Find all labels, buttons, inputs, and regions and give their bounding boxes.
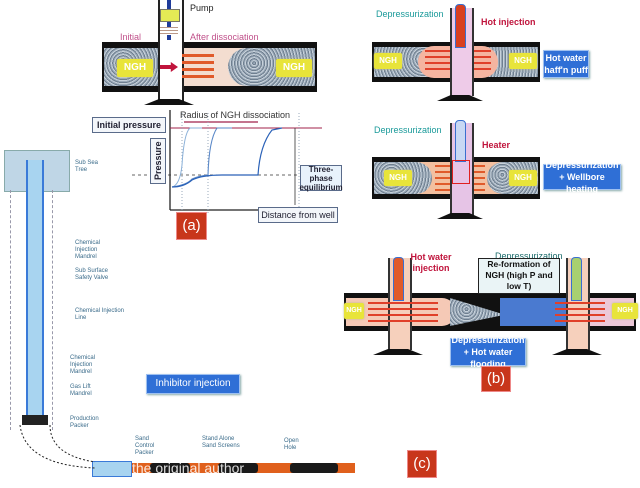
production-packer [22, 415, 48, 425]
distance-label: Distance from well [258, 207, 338, 223]
inner-tubing-mr [455, 120, 466, 162]
depressurization-label-b: Depressurization [495, 251, 563, 261]
casing-left [10, 190, 13, 430]
after-dissociation-label: After dissociation [190, 32, 259, 42]
wellhead-base-b-right [552, 349, 602, 355]
tubing-string [26, 160, 44, 420]
ngh-block-tr-right: NGH [509, 53, 537, 69]
ngh-block-right: NGH [276, 59, 312, 77]
wellhead-base-mr [437, 213, 483, 219]
pressure-axis-label: Pressure [150, 138, 166, 184]
initial-label: Initial [120, 32, 142, 42]
pressure-profile-chart [132, 110, 322, 215]
label-sub-sea-tree: Sub Sea Tree [75, 160, 99, 173]
depressurization-label-tr: Depressurization [376, 9, 444, 19]
label-gas-lift-mandrel: Gas Lift Mandrel [70, 384, 92, 397]
ngh-block-mr-right: NGH [509, 170, 537, 186]
heater-element [452, 160, 470, 184]
ngh-block-left: NGH [117, 59, 153, 77]
label-chemical-injection-line: Chemical Injection Line [75, 308, 125, 321]
label-sub-surface-safety-valve: Sub Surface Safety Valve [75, 268, 109, 281]
method-hot-water-flooding: Depressurization + Hot water flooding [450, 335, 526, 369]
radius-label: Radius of NGH dissociation [180, 110, 291, 120]
depressurization-label-mr: Depressurization [374, 125, 442, 135]
pump-body [160, 9, 180, 22]
ngh-block-b-right: NGH [612, 303, 638, 319]
watermark-text: the original author [132, 460, 245, 476]
pressure-curve-1 [171, 127, 202, 188]
heater-label: Heater [482, 140, 511, 150]
pump-label: Pump [190, 3, 214, 13]
ngh-block-tr-left: NGH [374, 53, 402, 69]
wellhead-base-b-left [373, 349, 423, 355]
label-chemical-injection-mandrel-1: Chemical Injection Mandrel [75, 240, 101, 260]
tag-a: (a) [176, 212, 207, 240]
tag-b: (b) [481, 366, 511, 392]
sand-screen-1 [150, 463, 190, 473]
heat-streaks [182, 54, 214, 82]
method-huff-puff: Hot water haff'n puff [543, 50, 589, 78]
wellhead-base-tr [437, 95, 483, 101]
label-chemical-injection-mandrel-2: Chemical Injection Mandrel [70, 355, 96, 375]
reformation-callout: Re-formation of NGH (high P and low T) [478, 258, 560, 294]
well-bend [19, 424, 96, 469]
ngh-block-mr-left: NGH [384, 170, 412, 186]
method-wellbore-heating: Depressurization + Wellbore heating [543, 160, 621, 194]
heat-streaks-b-right [555, 302, 605, 322]
hot-water-injection-label: Hot water injection [410, 252, 452, 273]
wellhead-base [144, 99, 194, 105]
heat-streaks-b-left [368, 302, 438, 322]
sand-screen-3 [290, 463, 338, 473]
pressure-curve-3 [171, 127, 283, 188]
label-open-hole: Open Hole [284, 438, 299, 451]
pressure-curve-2 [171, 127, 232, 188]
producer-tubing [571, 257, 582, 301]
casing-rings [160, 27, 178, 35]
casing-right [52, 190, 55, 430]
three-phase-label: Three-phase equilibrium [299, 164, 343, 192]
method-inhibitor-injection: Inhibitor injection [146, 374, 240, 394]
injector-tubing [393, 257, 404, 301]
tag-c: (c) [407, 450, 437, 478]
sand-control-packer [92, 461, 132, 477]
hot-injection-label: Hot injection [481, 17, 536, 27]
label-production-packer: Production Packer [70, 416, 99, 429]
inner-tubing-tr [455, 4, 466, 48]
initial-pressure-label: Initial pressure [92, 117, 166, 133]
ngh-block-b-left: NGH [344, 303, 364, 319]
label-stand-alone-sand-screens: Stand Alone Sand Screens [202, 436, 240, 449]
flow-arrow-icon [160, 62, 178, 72]
label-sand-control-packer: Sand Control Packer [135, 436, 155, 456]
sand-screen-2 [218, 463, 258, 473]
